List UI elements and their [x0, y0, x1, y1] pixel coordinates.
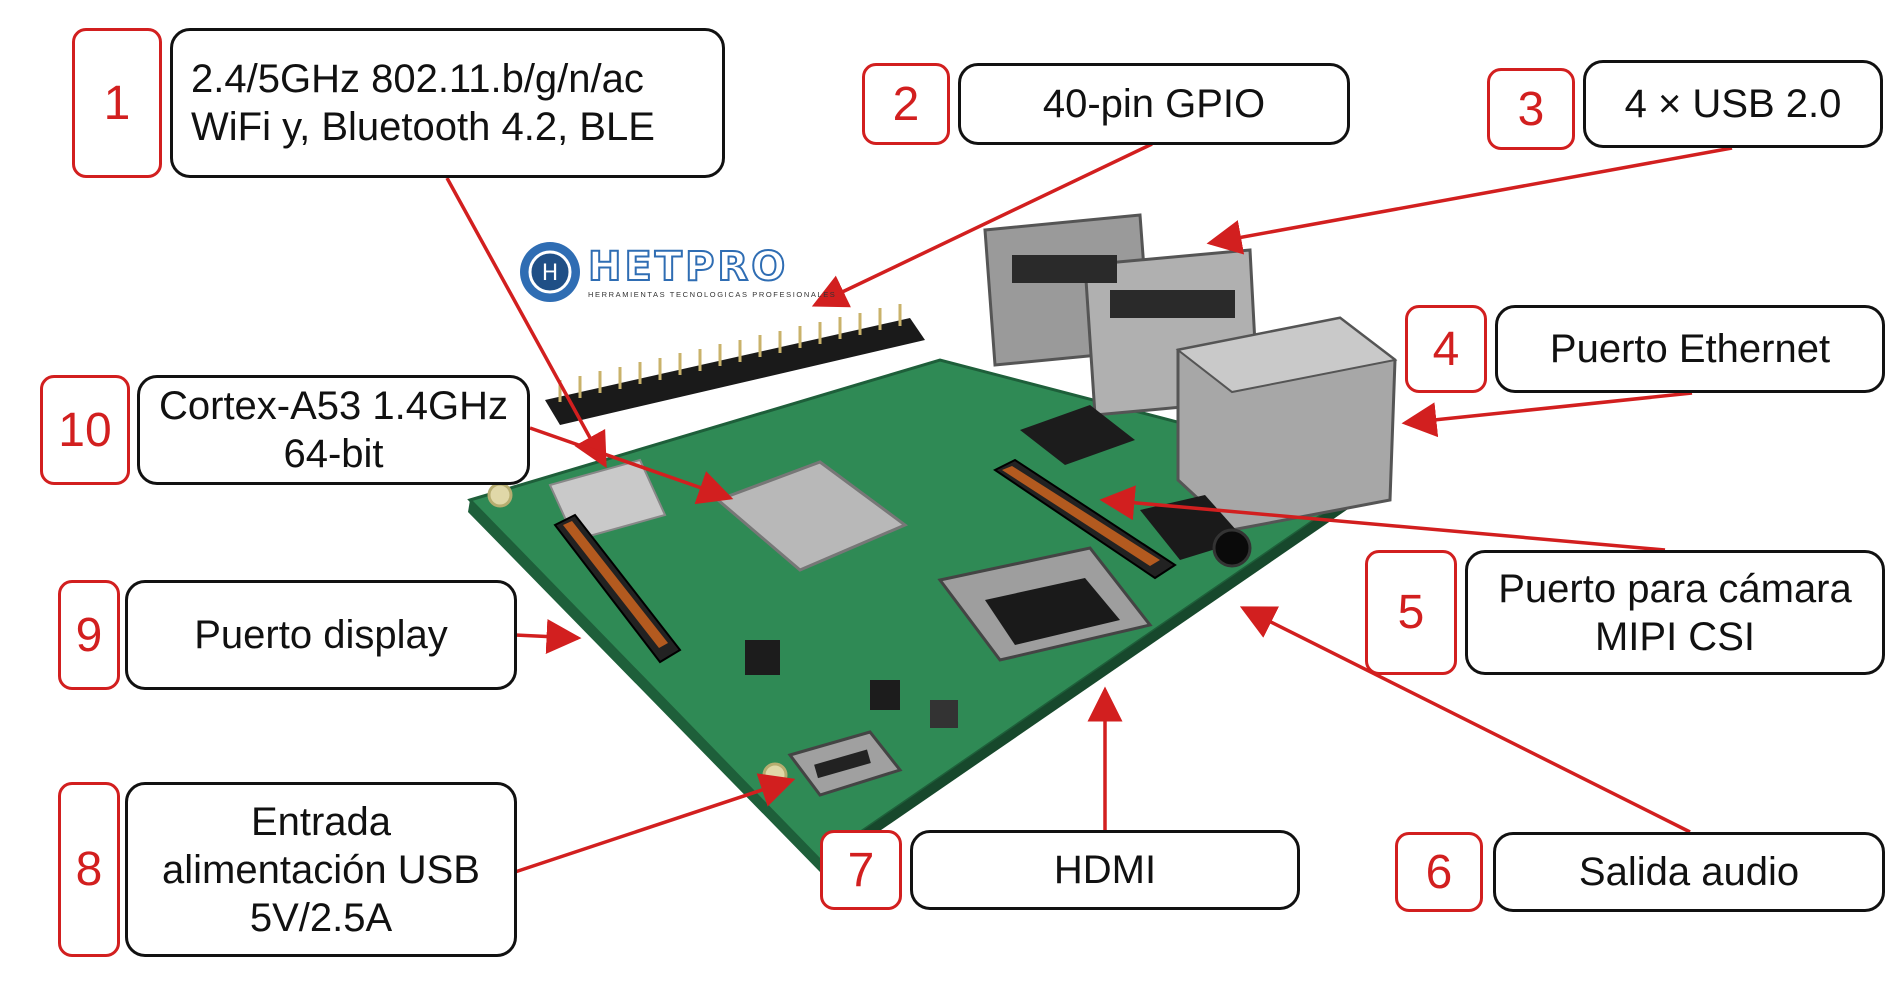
callout-text: Entrada: [250, 799, 392, 844]
arrow-4: [1401, 391, 1693, 438]
callout-number: 2: [862, 63, 950, 145]
callout-number: 6: [1395, 832, 1483, 912]
callout-text: Cortex-A53 1.4GHz: [158, 384, 509, 428]
arrow-9: [514, 619, 582, 654]
callout-text: Salida audio: [1578, 850, 1800, 894]
arrow-2: [811, 142, 1153, 308]
mounting-hole: [487, 482, 513, 508]
arrow-1: [445, 177, 607, 469]
arrow-8: [514, 773, 796, 874]
gear-logo-icon: H: [520, 242, 580, 302]
arrow-6: [1239, 606, 1691, 834]
callout-number: 7: [820, 830, 902, 910]
arrow-5: [1099, 485, 1666, 552]
ram-chip: [1020, 405, 1135, 465]
pcb-board-edge: [468, 500, 820, 872]
callout-number: 3: [1487, 68, 1575, 150]
callout-label: HDMI: [910, 830, 1300, 910]
callout-number: 5: [1365, 550, 1457, 675]
callout-text: Puerto display: [194, 613, 448, 657]
callout-number: 8: [58, 782, 120, 957]
callout-number: 4: [1405, 305, 1487, 393]
gpio-header: [545, 318, 925, 425]
callout-number: 9: [58, 580, 120, 690]
callout-text: alimentación USB: [162, 847, 480, 892]
callout-label: 2.4/5GHz 802.11.b/g/n/ac WiFi y, Bluetoo…: [170, 28, 725, 178]
callout-label: 40-pin GPIO: [958, 63, 1350, 145]
callout-text: Puerto para cámara: [1498, 566, 1852, 611]
callout-text: Puerto Ethernet: [1549, 327, 1831, 371]
arrow-3: [1206, 146, 1733, 255]
callout-label: Entrada alimentación USB 5V/2.5A: [125, 782, 517, 957]
callout-number: 1: [72, 28, 162, 178]
callout-label: Cortex-A53 1.4GHz 64-bit: [137, 375, 530, 485]
soc-chip: [715, 460, 908, 572]
callout-text: WiFi y, Bluetooth 4.2, BLE: [191, 105, 655, 149]
callout-label: Puerto Ethernet: [1495, 305, 1885, 393]
callout-text: 5V/2.5A: [249, 895, 393, 940]
callout-label: Puerto para cámara MIPI CSI: [1465, 550, 1885, 675]
hetpro-logo: H HETPRO HERRAMIENTAS TECNOLOGICAS PROFE…: [518, 240, 835, 310]
callout-arrows: [445, 142, 1733, 874]
callout-text: 40-pin GPIO: [1042, 82, 1266, 126]
callout-label: Puerto display: [125, 580, 517, 690]
arrow-10: [529, 426, 734, 505]
logo-wordmark: HETPRO: [587, 243, 789, 291]
callout-text: HDMI: [1053, 848, 1157, 892]
callout-text: 2.4/5GHz 802.11.b/g/n/ac: [191, 57, 644, 101]
callout-text: 4 × USB 2.0: [1624, 82, 1842, 126]
svg-text:H: H: [542, 261, 559, 286]
callout-label: Salida audio: [1493, 832, 1885, 912]
callout-text: 64-bit: [283, 432, 384, 476]
logo-tagline: HERRAMIENTAS TECNOLOGICAS PROFESIONALES: [588, 290, 837, 299]
callout-text: MIPI CSI: [1594, 614, 1755, 659]
callout-label: 4 × USB 2.0: [1583, 60, 1883, 148]
gpio-pins: [558, 304, 902, 402]
callout-number: 10: [40, 375, 130, 485]
